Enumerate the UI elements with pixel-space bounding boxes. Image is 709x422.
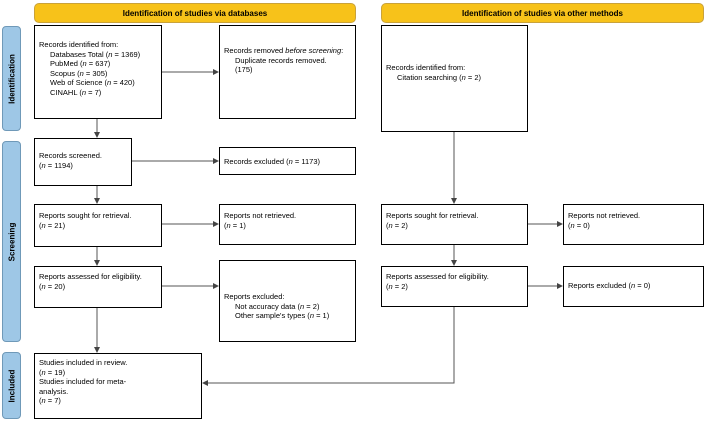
box-records-removed: Records removed before screening: Duplic… bbox=[219, 25, 356, 119]
reports-assessed-label: Reports assessed for eligibility. bbox=[39, 272, 142, 281]
studies-included-meta-count: (n = 7) bbox=[39, 396, 61, 405]
excluded-reason-sample-types: Other sample's types (n = 1) bbox=[235, 311, 330, 320]
source-citation-searching: Citation searching (n = 2) bbox=[397, 72, 482, 82]
other-reports-sought-count: (n = 2) bbox=[386, 220, 408, 230]
records-screened-count: (n = 1194) bbox=[39, 160, 73, 170]
records-removed-title: Records removed before screening: bbox=[224, 46, 344, 55]
box-other-reports-not-retrieved: Reports not retrieved. (n = 0) bbox=[563, 204, 704, 245]
box-studies-included: Studies included in review. (n = 19) Stu… bbox=[34, 353, 202, 419]
box-other-reports-sought: Reports sought for retrieval. (n = 2) bbox=[381, 204, 528, 245]
other-reports-not-retrieved-count: (n = 0) bbox=[568, 220, 590, 230]
box-reports-not-retrieved: Reports not retrieved. (n = 1) bbox=[219, 204, 356, 245]
box-reports-assessed: Reports assessed for eligibility. (n = 2… bbox=[34, 266, 162, 308]
duplicates-removed: Duplicate records removed. bbox=[235, 55, 327, 65]
phase-identification: Identification bbox=[2, 26, 21, 131]
reports-excluded-title: Reports excluded: bbox=[224, 292, 285, 301]
box-other-reports-excluded: Reports excluded (n = 0) bbox=[563, 266, 704, 307]
box-reports-excluded: Reports excluded: Not accuracy data (n =… bbox=[219, 260, 356, 342]
duplicates-removed-count: (175) bbox=[235, 65, 253, 74]
box-other-records-identified: Records identified from: Citation search… bbox=[381, 25, 528, 132]
reports-not-retrieved-label: Reports not retrieved. bbox=[224, 211, 297, 220]
other-reports-assessed-count: (n = 2) bbox=[386, 281, 408, 291]
studies-included-review-count: (n = 19) bbox=[39, 367, 66, 377]
other-reports-assessed-label: Reports assessed for eligibility. bbox=[386, 272, 489, 281]
studies-included-meta-label: Studies included for meta-analysis. bbox=[39, 377, 127, 396]
reports-assessed-count: (n = 20) bbox=[39, 281, 66, 291]
reports-not-retrieved-count: (n = 1) bbox=[224, 220, 246, 230]
source-scopus: Scopus (n = 305) bbox=[50, 68, 108, 78]
header-other-methods: Identification of studies via other meth… bbox=[381, 3, 704, 23]
source-web-of-science: Web of Science (n = 420) bbox=[50, 78, 135, 87]
phase-screening: Screening bbox=[2, 141, 21, 342]
box-records-screened: Records screened. (n = 1194) bbox=[34, 138, 132, 186]
other-reports-not-retrieved-label: Reports not retrieved. bbox=[568, 211, 641, 220]
box-records-excluded: Records excluded (n = 1173) bbox=[219, 147, 356, 175]
arrow-other-assessed-to-included bbox=[202, 307, 455, 386]
records-identified-title: Records identified from: bbox=[39, 40, 119, 49]
other-reports-excluded-label: Reports excluded (n = 0) bbox=[568, 281, 651, 290]
source-cinahl: CINAHL (n = 7) bbox=[50, 87, 102, 97]
phase-included: Included bbox=[2, 352, 21, 419]
studies-included-review-label: Studies included in review. bbox=[39, 358, 128, 367]
other-records-identified-title: Records identified from: bbox=[386, 63, 466, 72]
box-records-identified: Records identified from: Databases Total… bbox=[34, 25, 162, 119]
box-reports-sought: Reports sought for retrieval. (n = 21) bbox=[34, 204, 162, 247]
source-databases-total: Databases Total (n = 1369) bbox=[50, 49, 141, 59]
excluded-reason-accuracy: Not accuracy data (n = 2) bbox=[235, 301, 320, 311]
records-screened-label: Records screened. bbox=[39, 151, 102, 160]
source-pubmed: PubMed (n = 637) bbox=[50, 59, 111, 68]
other-reports-sought-label: Reports sought for retrieval. bbox=[386, 211, 479, 220]
reports-sought-count: (n = 21) bbox=[39, 220, 66, 230]
box-other-reports-assessed: Reports assessed for eligibility. (n = 2… bbox=[381, 266, 528, 307]
header-databases: Identification of studies via databases bbox=[34, 3, 356, 23]
records-excluded-label: Records excluded (n = 1173) bbox=[224, 157, 321, 166]
reports-sought-label: Reports sought for retrieval. bbox=[39, 211, 132, 220]
